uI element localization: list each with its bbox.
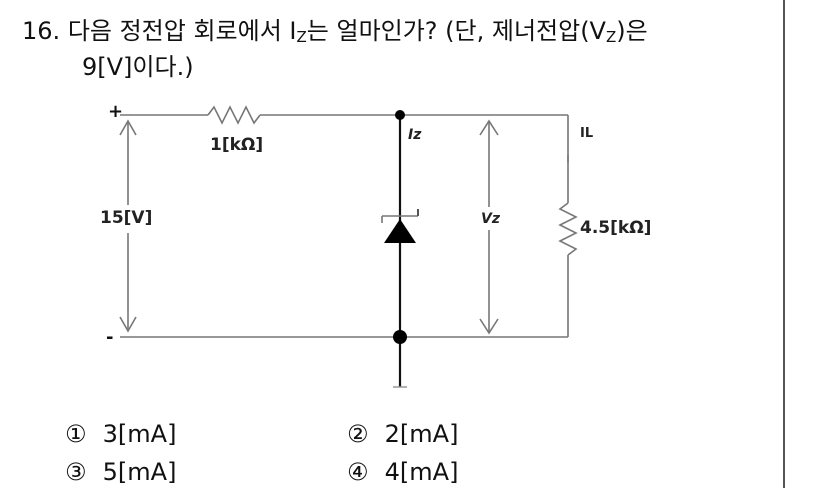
top-junction-dot xyxy=(395,110,405,120)
question-text-part1: 다음 정전압 회로에서 I xyxy=(67,17,297,45)
zener-current-label: Iz xyxy=(408,127,422,143)
choice-3[interactable]: ③ 5[mA] xyxy=(65,453,176,491)
bottom-junction-dot xyxy=(393,330,407,344)
series-resistor-label: 1[kΩ] xyxy=(210,135,263,155)
question-line-1: 16. 다음 정전압 회로에서 IZ는 얼마인가? (단, 제너전압(VZ)은 xyxy=(22,16,772,52)
series-resistor-symbol xyxy=(207,105,261,125)
zener-regulator-circuit-diagram: + - 15[V] 1[kΩ] Iz Vz IL 4.5[kΩ] xyxy=(100,101,651,388)
choice-label: 3[mA] xyxy=(102,420,177,448)
choice-label: 5[mA] xyxy=(102,458,177,486)
load-resistor-symbol xyxy=(558,202,578,256)
load-current-label: IL xyxy=(580,126,593,141)
choice-2[interactable]: ② 2[mA] xyxy=(347,415,458,453)
choice-number: ③ xyxy=(65,458,87,486)
page-divider-line xyxy=(783,0,785,488)
question-line-2: 9[V]이다.) xyxy=(82,53,194,81)
question-number: 16. xyxy=(22,17,61,45)
minus-terminal-label: - xyxy=(106,327,113,348)
plus-terminal-label: + xyxy=(108,101,123,122)
choice-label: 4[mA] xyxy=(384,458,459,486)
choice-number: ② xyxy=(347,420,369,448)
question-subscript-2: Z xyxy=(605,28,617,46)
question-text-part2: 는 얼마인가? (단, 제너전압(V xyxy=(306,17,606,45)
question-text-part3: )은 xyxy=(616,17,648,45)
choice-1[interactable]: ① 3[mA] xyxy=(65,415,176,453)
source-voltage-label: 15[V] xyxy=(100,208,152,228)
question-subscript-1: Z xyxy=(296,28,307,46)
choice-number: ① xyxy=(65,420,87,448)
zener-voltage-label: Vz xyxy=(481,211,501,227)
choice-label: 2[mA] xyxy=(384,420,459,448)
choice-4[interactable]: ④ 4[mA] xyxy=(347,453,458,491)
zener-diode-symbol xyxy=(384,219,416,243)
choice-number: ④ xyxy=(347,458,369,486)
load-resistor-label: 4.5[kΩ] xyxy=(580,218,651,238)
question-block: 16. 다음 정전압 회로에서 IZ는 얼마인가? (단, 제너전압(VZ)은 … xyxy=(22,16,772,82)
